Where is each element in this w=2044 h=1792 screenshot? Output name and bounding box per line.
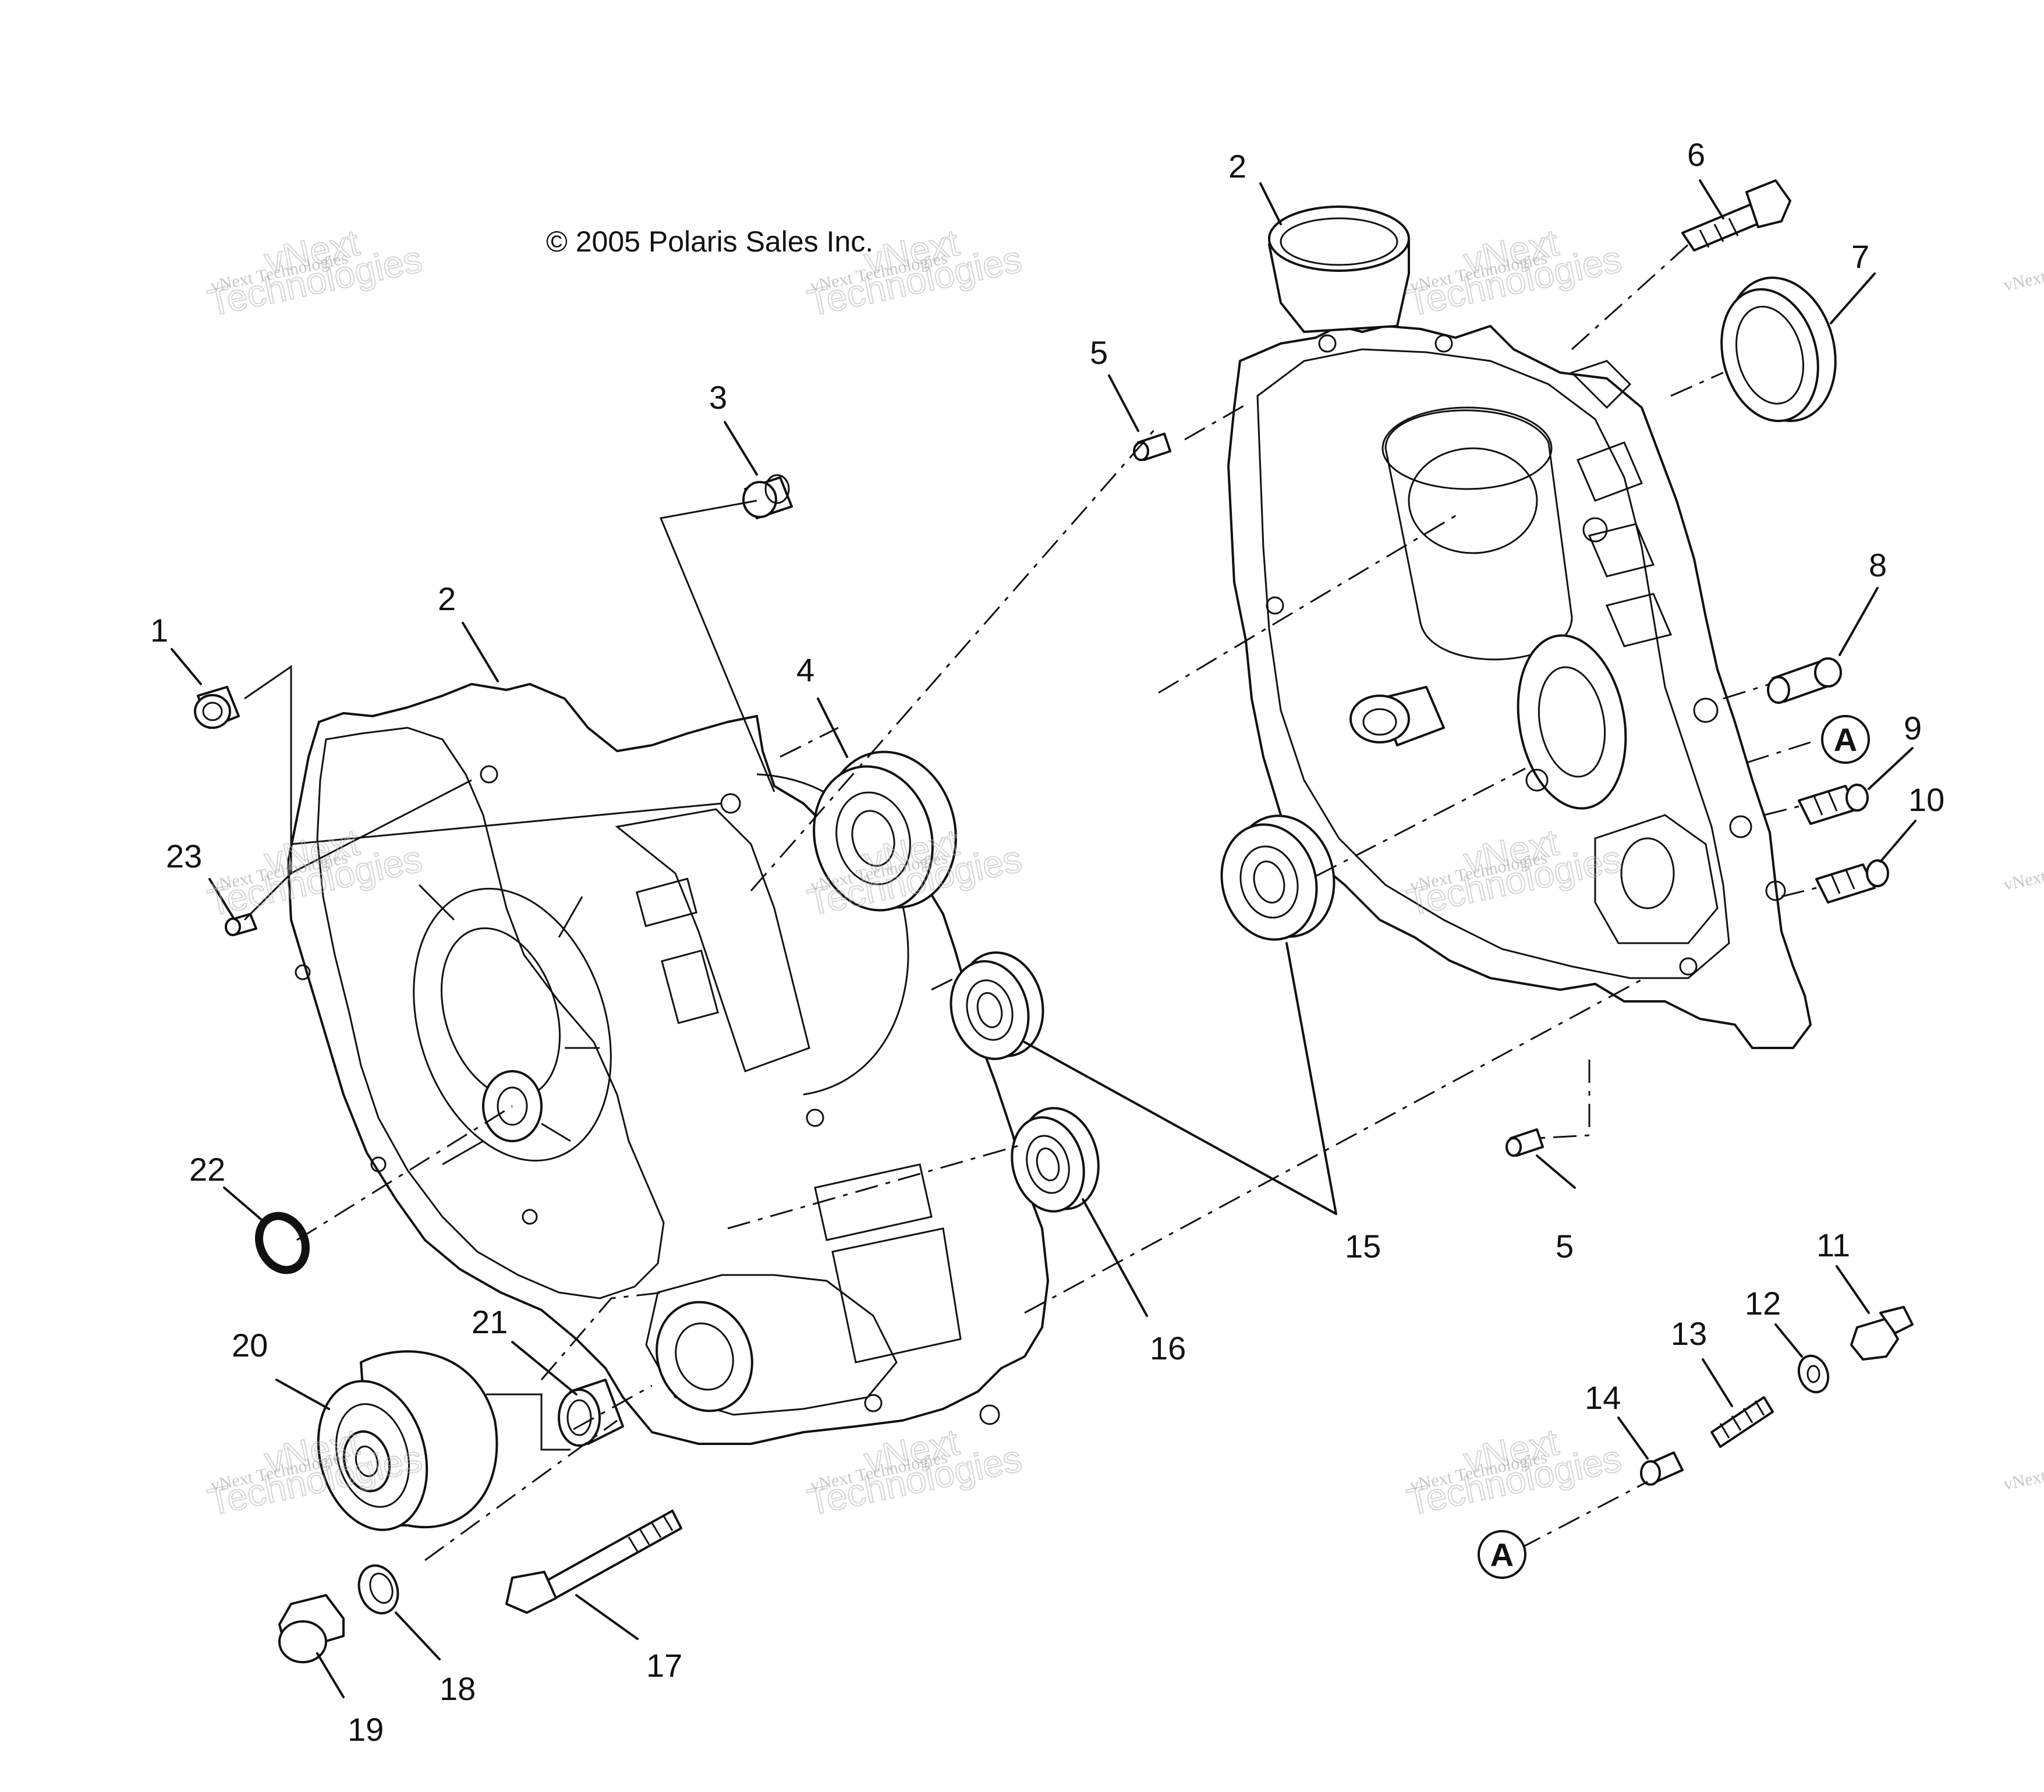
watermark: vNext (2002, 867, 2044, 895)
callout-13: 13 (1671, 1315, 1707, 1352)
part-23-dowel-pin (225, 913, 257, 936)
part-5-dowel-bottom (1505, 1128, 1544, 1157)
part-14-plunger (1640, 1451, 1684, 1486)
callout-3: 3 (709, 379, 727, 416)
callout-8: 8 (1869, 547, 1887, 583)
watermark: vNext (2002, 1467, 2044, 1494)
callout-5-bottom: 5 (1556, 1228, 1574, 1265)
watermark: vNext (2002, 267, 2044, 295)
callout-10: 10 (1908, 781, 1944, 818)
part-11-bolt (1850, 1306, 1914, 1361)
right-crankcase (1227, 206, 1812, 1049)
reference-marker-a-bottom: A (1478, 1530, 1526, 1579)
part-15-bearing-right (1220, 814, 1335, 941)
part-13-spring (1710, 1396, 1774, 1448)
svg-text:vNext: vNext (2002, 1467, 2044, 1494)
callout-22: 22 (189, 1151, 225, 1188)
callout-15: 15 (1345, 1228, 1381, 1265)
part-5-dowel-top (1133, 433, 1171, 461)
part-1-bushing (194, 686, 240, 729)
leader-lines (171, 179, 1917, 1698)
callout-23: 23 (166, 838, 202, 874)
callout-12: 12 (1745, 1285, 1781, 1322)
part-15-bearing-left (950, 951, 1044, 1060)
callout-2-left: 2 (438, 580, 456, 617)
callout-6: 6 (1687, 136, 1705, 173)
watermark: Technologies vNext vNext Technologies (1403, 221, 1625, 324)
assembly-lines (243, 243, 1817, 1561)
callout-18: 18 (440, 1670, 476, 1707)
svg-text:A: A (1834, 721, 1857, 758)
callout-20: 20 (232, 1327, 268, 1364)
part-22-o-ring (255, 1212, 310, 1274)
part-19-drain-plug (278, 1594, 345, 1663)
copyright-text: © 2005 Polaris Sales Inc. (546, 225, 873, 258)
callout-5-top: 5 (1090, 334, 1108, 371)
watermark: Technologies vNext vNext Technologies (204, 221, 426, 324)
callout-9: 9 (1904, 710, 1922, 746)
part-10-fitting (1815, 859, 1889, 904)
callout-labels: 1 2 3 4 23 22 20 21 19 18 17 16 15 2 6 7… (150, 136, 1944, 1748)
callout-7: 7 (1851, 238, 1869, 275)
part-7-seal (1720, 277, 1837, 422)
watermark: Technologies vNext vNext Technologies (1403, 1420, 1625, 1524)
part-16-bearing (1011, 1107, 1100, 1213)
part-21-seal (558, 1379, 624, 1447)
callout-11: 11 (1816, 1227, 1850, 1263)
part-18-washer (357, 1564, 399, 1614)
callout-17: 17 (646, 1647, 682, 1684)
callout-19: 19 (348, 1711, 384, 1748)
svg-text:vNext: vNext (2002, 867, 2044, 895)
svg-text:A: A (1490, 1536, 1514, 1573)
part-4-bearing (813, 750, 957, 912)
callout-21: 21 (472, 1304, 508, 1340)
callout-16: 16 (1150, 1330, 1186, 1366)
part-17-bolt (505, 1510, 682, 1614)
reference-marker-a-top: A (1821, 715, 1870, 764)
part-20-rotor (317, 1350, 498, 1531)
callout-4: 4 (796, 651, 814, 688)
part-6-bolt (1681, 179, 1791, 252)
part-12-washer (1797, 1354, 1830, 1394)
callout-2-right: 2 (1228, 148, 1246, 185)
svg-text:vNext: vNext (2002, 267, 2044, 295)
part-9-fitting (1798, 784, 1869, 825)
callout-1: 1 (150, 612, 168, 649)
part-8-pin (1767, 657, 1842, 704)
part-3-bushing (742, 474, 793, 519)
callout-14: 14 (1585, 1379, 1621, 1416)
